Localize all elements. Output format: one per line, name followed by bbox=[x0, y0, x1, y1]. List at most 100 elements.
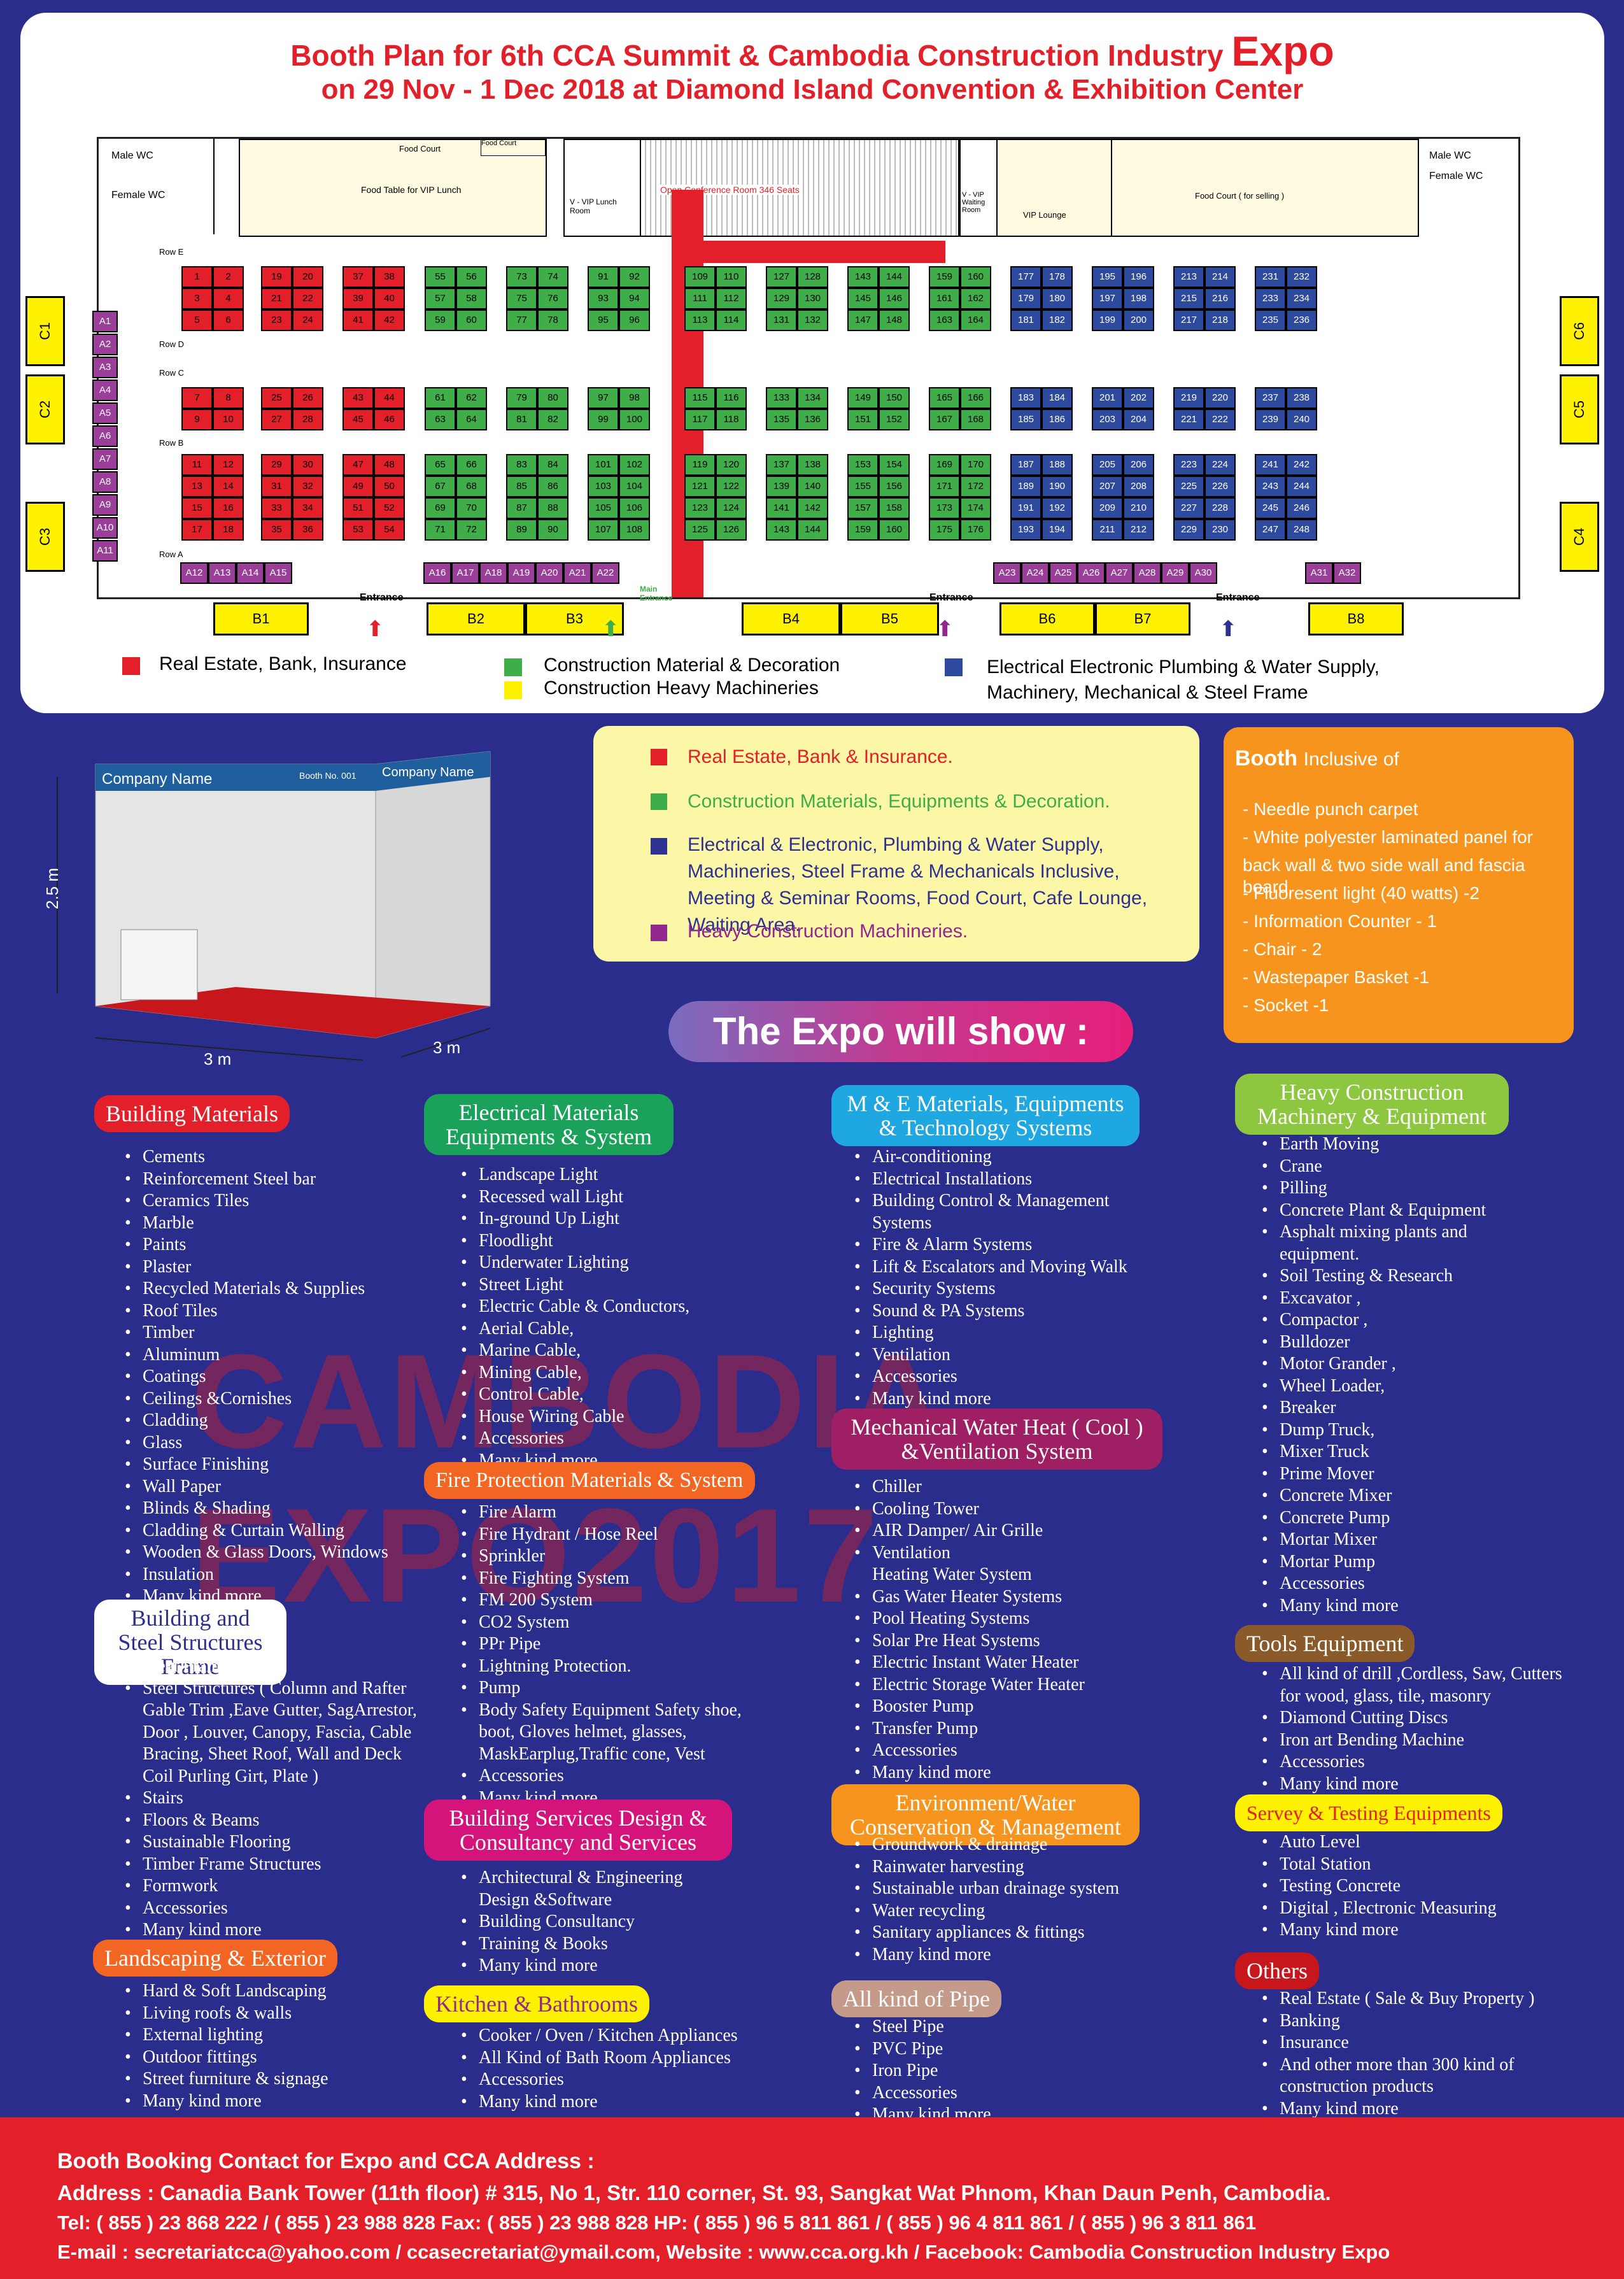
booth-23[interactable]: 23 bbox=[261, 309, 292, 331]
booth-242[interactable]: 242 bbox=[1286, 454, 1317, 476]
booth-160[interactable]: 160 bbox=[879, 519, 910, 541]
booth-164[interactable]: 164 bbox=[960, 309, 991, 331]
booth-49[interactable]: 49 bbox=[342, 476, 374, 497]
booth-94[interactable]: 94 bbox=[619, 288, 650, 309]
booth-204[interactable]: 204 bbox=[1123, 409, 1154, 430]
booth-130[interactable]: 130 bbox=[797, 288, 828, 309]
booth-232[interactable]: 232 bbox=[1286, 266, 1317, 288]
booth-220[interactable]: 220 bbox=[1204, 387, 1236, 409]
booth-41[interactable]: 41 bbox=[342, 309, 374, 331]
booth-111[interactable]: 111 bbox=[684, 288, 716, 309]
booth-144[interactable]: 144 bbox=[797, 519, 828, 541]
booth-a2[interactable]: A2 bbox=[92, 334, 118, 355]
booth-214[interactable]: 214 bbox=[1204, 266, 1236, 288]
booth-158[interactable]: 158 bbox=[879, 497, 910, 519]
booth-133[interactable]: 133 bbox=[766, 387, 797, 409]
booth-156[interactable]: 156 bbox=[879, 476, 910, 497]
booth-34[interactable]: 34 bbox=[292, 497, 323, 519]
booth-154[interactable]: 154 bbox=[879, 454, 910, 476]
booth-159[interactable]: 159 bbox=[929, 266, 960, 288]
booth-a28[interactable]: A28 bbox=[1133, 562, 1161, 584]
booth-174[interactable]: 174 bbox=[960, 497, 991, 519]
booth-237[interactable]: 237 bbox=[1255, 387, 1286, 409]
booth-b3[interactable]: B3 bbox=[525, 602, 624, 635]
booth-98[interactable]: 98 bbox=[619, 387, 650, 409]
booth-114[interactable]: 114 bbox=[716, 309, 747, 331]
booth-74[interactable]: 74 bbox=[537, 266, 568, 288]
booth-108[interactable]: 108 bbox=[619, 519, 650, 541]
booth-95[interactable]: 95 bbox=[588, 309, 619, 331]
booth-123[interactable]: 123 bbox=[684, 497, 716, 519]
booth-24[interactable]: 24 bbox=[292, 309, 323, 331]
booth-a32[interactable]: A32 bbox=[1333, 562, 1361, 584]
booth-3[interactable]: 3 bbox=[181, 288, 213, 309]
booth-30[interactable]: 30 bbox=[292, 454, 323, 476]
booth-21[interactable]: 21 bbox=[261, 288, 292, 309]
booth-57[interactable]: 57 bbox=[425, 288, 456, 309]
booth-207[interactable]: 207 bbox=[1092, 476, 1123, 497]
booth-104[interactable]: 104 bbox=[619, 476, 650, 497]
booth-77[interactable]: 77 bbox=[506, 309, 537, 331]
booth-128[interactable]: 128 bbox=[797, 266, 828, 288]
booth-12[interactable]: 12 bbox=[213, 454, 244, 476]
booth-210[interactable]: 210 bbox=[1123, 497, 1154, 519]
booth-236[interactable]: 236 bbox=[1286, 309, 1317, 331]
booth-a27[interactable]: A27 bbox=[1105, 562, 1133, 584]
booth-c6[interactable]: C6 bbox=[1560, 296, 1599, 366]
booth-151[interactable]: 151 bbox=[847, 409, 879, 430]
booth-38[interactable]: 38 bbox=[374, 266, 405, 288]
booth-1[interactable]: 1 bbox=[181, 266, 213, 288]
booth-a15[interactable]: A15 bbox=[264, 562, 292, 584]
booth-a20[interactable]: A20 bbox=[535, 562, 563, 584]
booth-35[interactable]: 35 bbox=[261, 519, 292, 541]
booth-195[interactable]: 195 bbox=[1092, 266, 1123, 288]
booth-147[interactable]: 147 bbox=[847, 309, 879, 331]
booth-212[interactable]: 212 bbox=[1123, 519, 1154, 541]
booth-62[interactable]: 62 bbox=[456, 387, 487, 409]
booth-20[interactable]: 20 bbox=[292, 266, 323, 288]
booth-83[interactable]: 83 bbox=[506, 454, 537, 476]
booth-196[interactable]: 196 bbox=[1123, 266, 1154, 288]
booth-198[interactable]: 198 bbox=[1123, 288, 1154, 309]
booth-115[interactable]: 115 bbox=[684, 387, 716, 409]
booth-227[interactable]: 227 bbox=[1173, 497, 1204, 519]
booth-40[interactable]: 40 bbox=[374, 288, 405, 309]
booth-c2[interactable]: C2 bbox=[25, 374, 65, 444]
booth-105[interactable]: 105 bbox=[588, 497, 619, 519]
booth-222[interactable]: 222 bbox=[1204, 409, 1236, 430]
booth-121[interactable]: 121 bbox=[684, 476, 716, 497]
booth-124[interactable]: 124 bbox=[716, 497, 747, 519]
booth-b8[interactable]: B8 bbox=[1308, 602, 1404, 635]
booth-180[interactable]: 180 bbox=[1041, 288, 1073, 309]
booth-a26[interactable]: A26 bbox=[1077, 562, 1105, 584]
booth-219[interactable]: 219 bbox=[1173, 387, 1204, 409]
booth-106[interactable]: 106 bbox=[619, 497, 650, 519]
booth-201[interactable]: 201 bbox=[1092, 387, 1123, 409]
booth-70[interactable]: 70 bbox=[456, 497, 487, 519]
booth-15[interactable]: 15 bbox=[181, 497, 213, 519]
booth-54[interactable]: 54 bbox=[374, 519, 405, 541]
booth-140[interactable]: 140 bbox=[797, 476, 828, 497]
booth-43[interactable]: 43 bbox=[342, 387, 374, 409]
booth-134[interactable]: 134 bbox=[797, 387, 828, 409]
booth-a23[interactable]: A23 bbox=[993, 562, 1021, 584]
booth-50[interactable]: 50 bbox=[374, 476, 405, 497]
booth-b2[interactable]: B2 bbox=[427, 602, 525, 635]
booth-99[interactable]: 99 bbox=[588, 409, 619, 430]
booth-215[interactable]: 215 bbox=[1173, 288, 1204, 309]
booth-170[interactable]: 170 bbox=[960, 454, 991, 476]
booth-16[interactable]: 16 bbox=[213, 497, 244, 519]
booth-b5[interactable]: B5 bbox=[840, 602, 939, 635]
booth-13[interactable]: 13 bbox=[181, 476, 213, 497]
booth-63[interactable]: 63 bbox=[425, 409, 456, 430]
booth-a25[interactable]: A25 bbox=[1049, 562, 1077, 584]
booth-a8[interactable]: A8 bbox=[92, 471, 118, 493]
booth-78[interactable]: 78 bbox=[537, 309, 568, 331]
booth-178[interactable]: 178 bbox=[1041, 266, 1073, 288]
booth-29[interactable]: 29 bbox=[261, 454, 292, 476]
booth-239[interactable]: 239 bbox=[1255, 409, 1286, 430]
booth-80[interactable]: 80 bbox=[537, 387, 568, 409]
booth-28[interactable]: 28 bbox=[292, 409, 323, 430]
booth-5[interactable]: 5 bbox=[181, 309, 213, 331]
booth-240[interactable]: 240 bbox=[1286, 409, 1317, 430]
